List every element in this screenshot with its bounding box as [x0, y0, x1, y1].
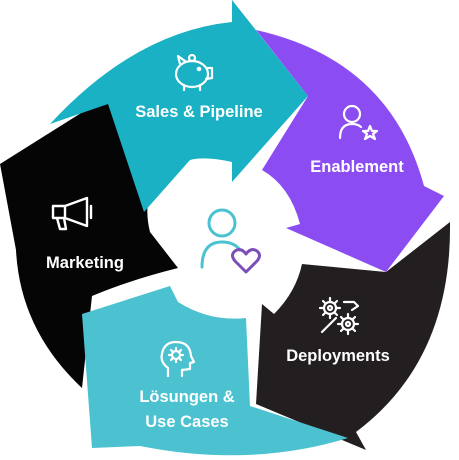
- segment-sales-pipeline: Sales & Pipeline: [50, 0, 308, 212]
- segment-losungen-label-line1: Lösungen &: [139, 388, 234, 406]
- user-heart-icon: [200, 208, 261, 274]
- segment-enablement: Enablement: [256, 30, 444, 272]
- segment-losungen-label-line2: Use Cases: [145, 413, 228, 431]
- segment-deployments: Deployments: [256, 222, 451, 450]
- piggy-bank-icon: [174, 53, 214, 92]
- segment-deployments-shape: [256, 222, 451, 450]
- segment-losungen-use-cases: Lösungen & Use Cases: [82, 286, 348, 456]
- segment-deployments-label: Deployments: [286, 347, 390, 365]
- segment-enablement-label: Enablement: [310, 158, 404, 176]
- center-user-body: [200, 240, 242, 269]
- segment-losungen-shape: [82, 286, 348, 456]
- heart-icon: [231, 248, 261, 274]
- user-star-icon: [338, 104, 379, 141]
- segment-enablement-shape: [256, 30, 444, 272]
- head-gear-icon: [160, 340, 196, 378]
- segment-sales-label: Sales & Pipeline: [135, 103, 262, 121]
- segment-marketing-label: Marketing: [46, 254, 124, 272]
- megaphone-icon: [51, 196, 93, 231]
- segment-sales-shape: [50, 0, 308, 212]
- center-user-head: [207, 208, 237, 238]
- gears-icon: [318, 296, 360, 336]
